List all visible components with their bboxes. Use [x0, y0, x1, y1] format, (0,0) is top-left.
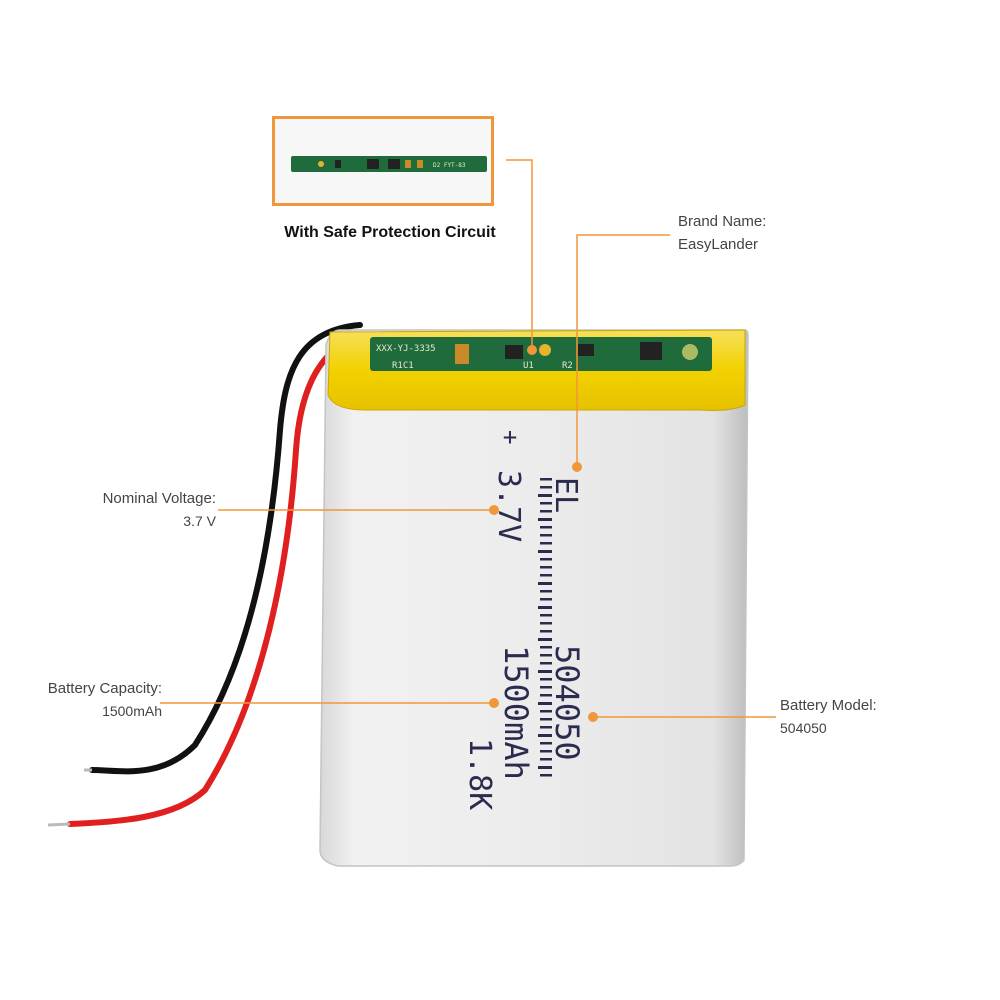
brand-value: EasyLander	[678, 235, 759, 253]
voltage-callout: Nominal Voltage: 3.7 V	[60, 488, 216, 532]
model-dot	[588, 712, 598, 722]
pcb-chip-right	[640, 342, 662, 360]
voltage-dot	[489, 505, 499, 515]
battery-voltage-print: 3.7V	[491, 470, 526, 542]
pcb-pad-2	[682, 344, 698, 360]
circuit-dot	[527, 345, 537, 355]
battery-plus-sign: +	[503, 423, 517, 451]
voltage-label: Nominal Voltage:	[102, 490, 216, 507]
pcb-model-code: XXX-YJ-3335	[376, 344, 436, 354]
brand-label: Brand Name:	[678, 213, 767, 230]
capacity-label: Battery Capacity:	[47, 680, 162, 697]
brand-callout: Brand Name: EasyLander	[678, 211, 766, 256]
brand-leader	[576, 234, 670, 467]
pcb-pad-1	[539, 344, 551, 356]
model-label: Battery Model:	[780, 697, 877, 714]
protection-circuit-caption: With Safe Protection Circuit	[284, 224, 496, 241]
battery-barcode	[538, 478, 552, 777]
pcb-chip-u1	[505, 345, 523, 359]
brand-dot	[572, 462, 582, 472]
black-wire	[89, 322, 363, 775]
red-wire-tip	[47, 822, 71, 827]
model-value: 504050	[780, 719, 827, 736]
pcb-closeup: D2 FYT-83	[291, 156, 487, 172]
battery-resistance-print: 1.8K	[462, 738, 497, 810]
battery-model-print: 504050	[548, 645, 586, 761]
pcb-closeup-marking: D2 FYT-83	[433, 162, 466, 169]
voltage-value: 3.7 V	[183, 512, 216, 529]
circuit-leader	[506, 159, 533, 350]
battery-brand-print: EL	[548, 477, 583, 513]
pcb-chip-r2	[578, 344, 594, 356]
pcb-chip-r1c1	[455, 344, 469, 364]
wires	[47, 322, 368, 827]
capacity-dot	[489, 698, 499, 708]
protection-circuit-inset: D2 FYT-83	[272, 116, 494, 206]
battery-capacity-print: 1500mAh	[497, 645, 535, 780]
pcb-label-u1: U1	[523, 361, 534, 371]
protection-tape	[327, 329, 746, 411]
model-callout: Battery Model: 504050	[780, 695, 877, 739]
capacity-callout: Battery Capacity: 1500mAh	[27, 678, 162, 722]
pcb-label-r1c1: R1C1	[392, 361, 414, 371]
red-wire	[67, 332, 368, 827]
pcb-label-r2: R2	[562, 361, 573, 371]
leader-dots	[489, 345, 598, 722]
leader-lines	[160, 159, 776, 718]
capacity-value: 1500mAh	[102, 702, 162, 719]
